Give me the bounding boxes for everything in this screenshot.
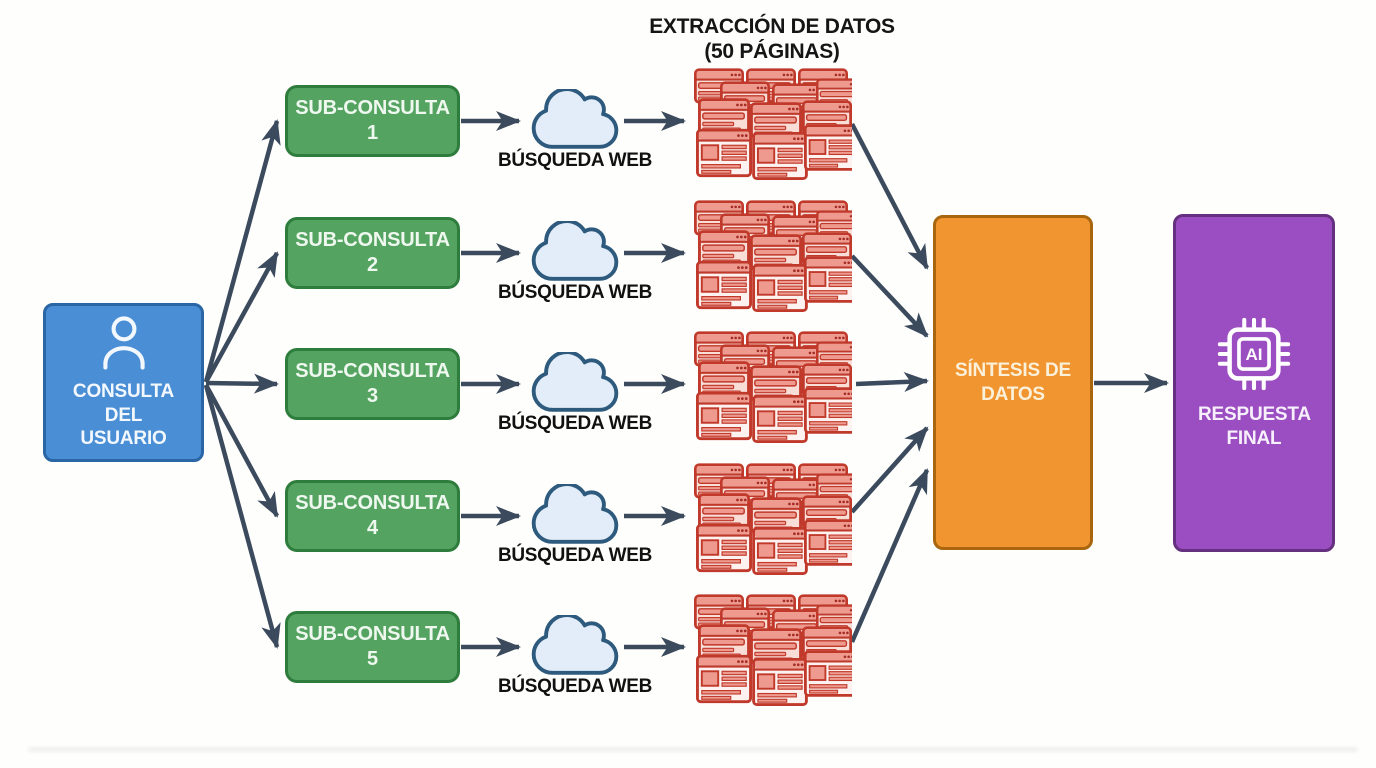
subquery-3-node: SUB-CONSULTA 3 bbox=[285, 348, 460, 420]
webpage-stack-icon bbox=[692, 594, 852, 709]
web-search-label: BÚSQUEDA WEB bbox=[497, 545, 653, 566]
subquery-3-label: SUB-CONSULTA 3 bbox=[295, 360, 450, 407]
final-answer-node: AI RESPUESTA FINAL bbox=[1173, 214, 1335, 552]
user-icon bbox=[102, 316, 145, 370]
extraction-title: EXTRACCIÓN DE DATOS (50 PÁGINAS) bbox=[592, 14, 952, 64]
extraction-title-line2: (50 PÁGINAS) bbox=[704, 40, 840, 64]
user-query-label: CONSULTA DEL USUARIO bbox=[72, 380, 175, 450]
subquery-2-node: SUB-CONSULTA 2 bbox=[285, 217, 460, 289]
webpage-stack-icon bbox=[692, 200, 852, 315]
ai-chip-label: AI bbox=[1245, 345, 1262, 364]
synthesis-label: SÍNTESIS DE DATOS bbox=[954, 359, 1072, 405]
extraction-title-line1: EXTRACCIÓN DE DATOS bbox=[649, 15, 895, 38]
subquery-5-node: SUB-CONSULTA 5 bbox=[285, 611, 460, 683]
web-search-label: BÚSQUEDA WEB bbox=[497, 676, 653, 697]
cloud-icon bbox=[527, 352, 623, 414]
web-search-label: BÚSQUEDA WEB bbox=[497, 413, 653, 434]
synthesis-node: SÍNTESIS DE DATOS bbox=[933, 215, 1093, 550]
subquery-4-node: SUB-CONSULTA 4 bbox=[285, 480, 460, 552]
webpage-stack-icon bbox=[692, 463, 852, 578]
cloud-icon bbox=[527, 221, 623, 283]
subquery-2-label: SUB-CONSULTA 2 bbox=[295, 229, 450, 276]
cloud-icon bbox=[527, 484, 623, 546]
subquery-1-node: SUB-CONSULTA 1 bbox=[285, 85, 460, 157]
webpage-stack-icon bbox=[692, 68, 852, 183]
ai-chip-icon: AI bbox=[1217, 318, 1291, 391]
subquery-1-label: SUB-CONSULTA 1 bbox=[295, 97, 450, 144]
web-search-label: BÚSQUEDA WEB bbox=[497, 150, 653, 171]
webpage-stack-icon bbox=[692, 331, 852, 446]
cloud-icon bbox=[527, 615, 623, 677]
cloud-icon bbox=[527, 89, 623, 151]
subquery-4-label: SUB-CONSULTA 4 bbox=[295, 492, 450, 539]
final-answer-label: RESPUESTA FINAL bbox=[1198, 404, 1311, 449]
user-query-node: CONSULTA DEL USUARIO bbox=[43, 303, 204, 462]
web-search-label: BÚSQUEDA WEB bbox=[497, 282, 653, 303]
subquery-5-label: SUB-CONSULTA 5 bbox=[295, 623, 450, 670]
scan-artifact-line bbox=[28, 747, 1358, 752]
